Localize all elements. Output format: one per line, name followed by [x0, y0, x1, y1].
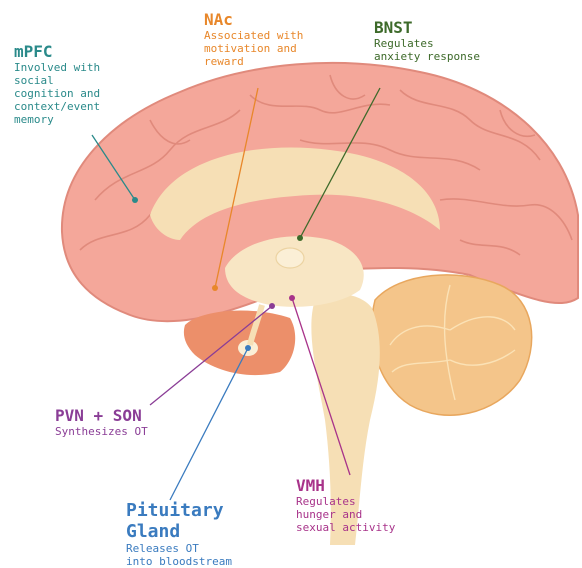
- pituitary-label: Pituitary Gland Releases OT into bloodst…: [126, 500, 232, 568]
- mpfc-label: mPFC Involved with social cognition and …: [14, 42, 100, 126]
- mpfc-marker: [132, 197, 138, 203]
- pituitary-title: Pituitary Gland: [126, 500, 232, 542]
- nac-title: NAc: [204, 10, 303, 29]
- mpfc-description: Involved with social cognition and conte…: [14, 61, 100, 126]
- pituitary-callout-line: [170, 348, 248, 500]
- vmh-description: Regulates hunger and sexual activity: [296, 495, 395, 534]
- thalamus: [276, 248, 304, 268]
- bnst-description: Regulates anxiety response: [374, 37, 480, 63]
- bnst-title: BNST: [374, 18, 480, 37]
- pvn-son-marker: [269, 303, 275, 309]
- pituitary-marker: [245, 345, 251, 351]
- pituitary-description: Releases OT into bloodstream: [126, 542, 232, 568]
- vmh-title: VMH: [296, 476, 395, 495]
- vmh-label: VMH Regulates hunger and sexual activity: [296, 476, 395, 534]
- pvn-son-label: PVN + SON Synthesizes OT: [55, 406, 148, 438]
- mpfc-title: mPFC: [14, 42, 100, 61]
- pvn-son-description: Synthesizes OT: [55, 425, 148, 438]
- nac-marker: [212, 285, 218, 291]
- vmh-marker: [289, 295, 295, 301]
- nac-label: NAc Associated with motivation and rewar…: [204, 10, 303, 68]
- bnst-marker: [297, 235, 303, 241]
- nac-description: Associated with motivation and reward: [204, 29, 303, 68]
- cerebellum: [372, 275, 532, 415]
- pvn-son-title: PVN + SON: [55, 406, 148, 425]
- bnst-label: BNST Regulates anxiety response: [374, 18, 480, 63]
